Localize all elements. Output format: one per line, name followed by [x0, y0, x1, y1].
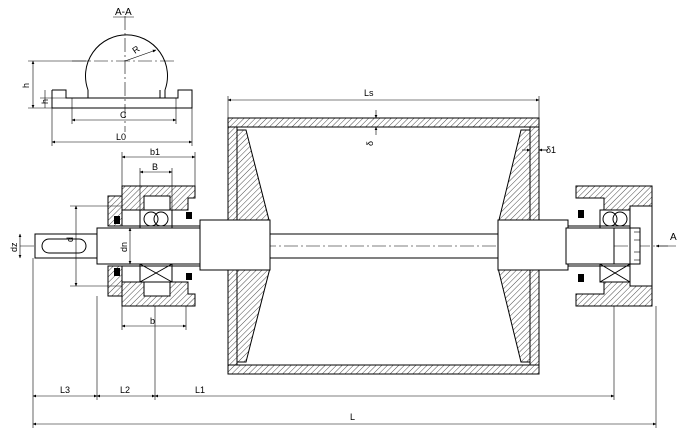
shaft-left-section: [96, 227, 203, 265]
view-arrow-label: A: [670, 232, 677, 243]
section-title: A-A: [115, 7, 132, 18]
right-seal-top: [578, 210, 584, 218]
dim-d-label: d: [65, 237, 75, 242]
right-bearing-assembly: [568, 185, 653, 307]
dim-c-label: C: [120, 110, 127, 120]
dim-l-label: L: [350, 412, 355, 422]
right-seal-bottom: [578, 274, 584, 282]
right-end-cap: [629, 227, 641, 265]
dim-h-label: h: [21, 83, 31, 88]
right-bearing-top: [599, 209, 631, 229]
left-seal-top: [114, 216, 120, 224]
shaft-right-journal: [497, 219, 569, 271]
keyway: [41, 238, 87, 254]
radius-label: R: [130, 43, 141, 55]
left-bearing-top: [139, 209, 173, 229]
dim-dn-label: dn: [119, 242, 129, 252]
left-housing-bottom: [121, 281, 196, 307]
dim-l1-label: L1: [195, 385, 205, 395]
dim-delta-label: δ: [365, 141, 375, 146]
dim-l3-label: L3: [60, 385, 70, 395]
right-bearing-bottom: [599, 263, 631, 283]
radius-leader: [124, 49, 157, 62]
dim-h1-label: h: [40, 99, 50, 104]
bearing-housing-circle: [85, 34, 168, 91]
dim-bb-label: B: [152, 162, 158, 172]
shaft: [34, 219, 615, 271]
left-bearing-bottom: [139, 263, 173, 283]
shaft-left-journal: [199, 219, 271, 271]
bearing-housing-base: [51, 89, 193, 109]
dim-l0-label: L0: [116, 132, 126, 142]
shaft-right-section: [565, 227, 615, 265]
dim-l2-label: L2: [120, 385, 130, 395]
section-view-a-a: A-A R h h C L0: [21, 7, 193, 146]
dim-b1-label: b1: [150, 147, 160, 157]
right-housing-bottom: [575, 281, 653, 307]
dim-b-label: b: [150, 316, 155, 326]
left-seal-bottom: [114, 268, 120, 276]
left-housing-top: [121, 185, 196, 211]
drum-shell-bottom: [227, 364, 540, 375]
dim-delta1-label: δ1: [546, 145, 556, 155]
dim-dz-label: dz: [9, 242, 19, 252]
dim-ls-label: Ls: [364, 88, 374, 98]
drum-shell-top: [227, 117, 540, 128]
right-housing-top: [575, 185, 653, 211]
